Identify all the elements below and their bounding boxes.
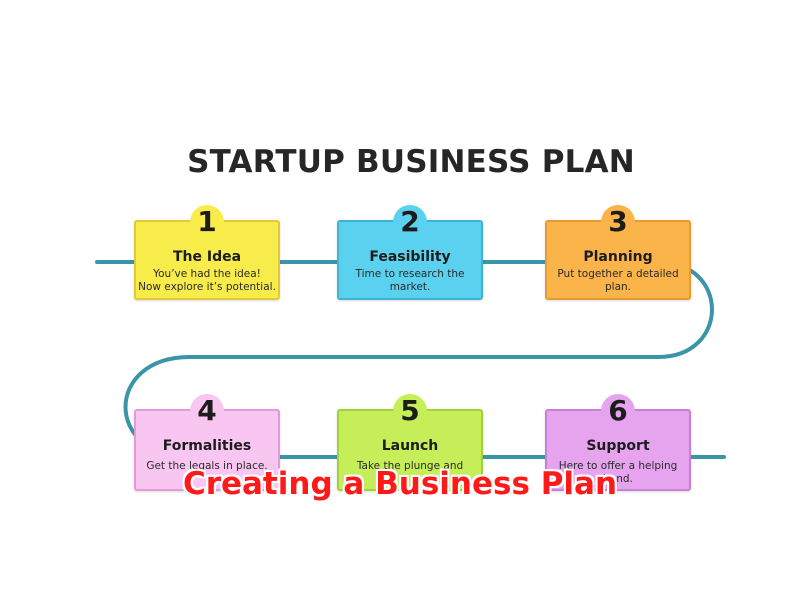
step-card-support: 6 Support Here to offer a helping hand. [545,394,691,491]
step-card-formalities: 4 Formalities Get the legals in place. [134,394,280,491]
step-title: Launch [381,438,439,454]
step-number-badge: 1 [190,205,224,239]
step-description: Take the plunge and [341,460,479,473]
step-title: Support [586,438,650,454]
step-number-badge: 4 [190,394,224,428]
step-description-line: Now explore it’s potential. [138,281,276,293]
step-title: Formalities [162,438,252,454]
step-card-the-idea: 1 The Idea You’ve had the idea! Now expl… [134,205,280,300]
step-card-planning: 3 Planning Put together a detailed plan. [545,205,691,300]
step-title: Feasibility [369,249,451,265]
step-description-line: You’ve had the idea! [153,268,261,280]
step-card-launch: 5 Launch Take the plunge and [337,394,483,491]
step-description-line: Get the legals in place. [146,460,268,472]
step-number-badge: 6 [601,394,635,428]
step-description: You’ve had the idea! Now explore it’s po… [138,268,276,294]
step-description-line: hand. [603,473,633,485]
step-description: Here to offer a helping hand. [549,460,687,486]
step-title: The Idea [172,249,242,265]
step-card-feasibility: 2 Feasibility Time to research the marke… [337,205,483,300]
step-description-line: Time to research the [355,268,465,280]
step-description: Put together a detailed plan. [549,268,687,294]
step-number-badge: 3 [601,205,635,239]
step-description-line: Put together a detailed [557,268,679,280]
step-description: Time to research the market. [341,268,479,294]
overlay-caption: Creating a Business Plan [182,466,618,502]
step-description-line: Here to offer a helping [558,460,678,472]
step-description-line: market. [389,281,431,293]
step-number-badge: 2 [393,205,427,239]
step-number-badge: 5 [393,394,427,428]
step-description: Get the legals in place. [138,460,276,473]
step-description-line: Take the plunge and [356,460,464,472]
step-title: Planning [583,249,653,265]
diagram-title: STARTUP BUSINESS PLAN [187,144,635,180]
step-description-line: plan. [604,281,631,293]
